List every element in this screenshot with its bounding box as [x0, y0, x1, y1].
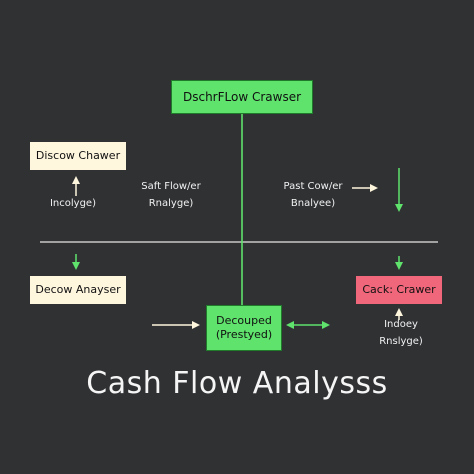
label-right-line-2: Rnslyge): [379, 336, 423, 347]
label-left-text: Incolyge): [49, 198, 96, 209]
label-past-line-1: Past Cow/er: [283, 181, 343, 192]
label-saft-line-2: Rnalyge): [148, 198, 194, 209]
node-cash-flow-crawser: DschrFLow Crawser: [171, 80, 313, 114]
label-past-line-2: Bnalyee): [290, 198, 336, 209]
diagram-title: Cash Flow Analysss: [86, 366, 388, 401]
label-past-cow: Past Cow/er Bnalyee): [268, 178, 358, 212]
node-center-label-2: (Prestyed): [215, 328, 273, 341]
node-top-label: DschrFLow Crawser: [182, 89, 302, 104]
label-right-line-1: Indoey: [384, 319, 418, 330]
node-left-lower-label: Decow Anayser: [35, 283, 121, 297]
node-right-label: Cack: Crawer: [362, 283, 436, 297]
label-indoey: Indoey Rnslyge): [368, 316, 434, 350]
node-left-upper-label: Discow Chawer: [35, 149, 121, 163]
node-center-label-1: Decouped: [216, 314, 272, 328]
node-decouped: Decouped (Prestyed): [206, 305, 282, 351]
label-saft-line-1: Saft Flow/er: [141, 181, 201, 192]
node-cack-crawer: Cack: Crawer: [356, 276, 442, 304]
node-decow-anayser: Decow Anayser: [30, 276, 126, 304]
label-incolyge: Incolyge): [40, 195, 106, 212]
node-discow-chawer: Discow Chawer: [30, 142, 126, 170]
label-saft-flow: Saft Flow/er Rnalyge): [126, 178, 216, 212]
